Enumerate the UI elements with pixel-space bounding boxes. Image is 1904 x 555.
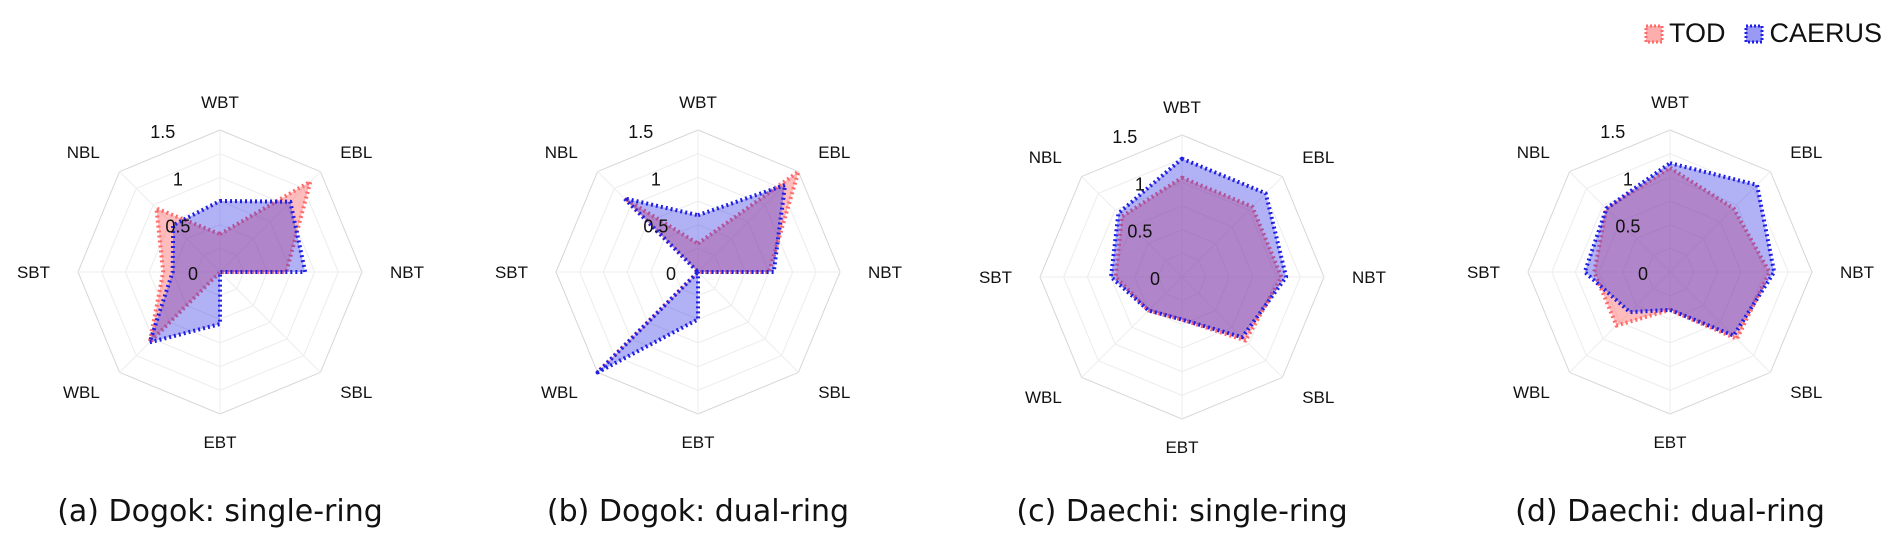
grid-spoke (1569, 271, 1671, 373)
axis-label-nbl: NBL (1517, 143, 1550, 162)
axis-label-sbl: SBL (1790, 383, 1822, 402)
ring-label: 0 (1638, 264, 1648, 284)
caption-a: (a) Dogok: single-ring (57, 494, 383, 529)
grid-spoke (697, 271, 799, 373)
axis-label-ebt: EBT (1653, 433, 1686, 452)
ring-label: 0.5 (165, 217, 190, 237)
grid-spoke (119, 171, 221, 273)
ring-label: 1 (1623, 169, 1633, 189)
axis-label-sbl: SBL (818, 383, 850, 402)
ring-label: 1.5 (1112, 127, 1137, 147)
ring-label: 0.5 (1615, 217, 1640, 237)
grid-spoke (1081, 176, 1183, 278)
axis-label-sbl: SBL (1302, 388, 1334, 407)
axis-label-ebl: EBL (1302, 148, 1334, 167)
series-tod (147, 179, 313, 345)
series-caerus (1109, 156, 1289, 340)
legend-swatch-tod-icon (1644, 24, 1664, 43)
axis-label-wbt: WBT (201, 93, 239, 112)
legend-item-caerus: CAERUS (1743, 18, 1882, 49)
axis-label-nbt: NBT (868, 263, 902, 282)
series-caerus (147, 199, 308, 345)
axis-label-ebt: EBT (203, 433, 236, 452)
legend-label-tod: TOD (1668, 18, 1726, 48)
ring-label: 1.5 (1600, 122, 1625, 142)
ring-label: 0 (1150, 269, 1160, 289)
grid-spoke (1669, 271, 1771, 373)
radar-chart-3: 0 0.5 1 1.5 WBT EBL NBT SBL EBT WBL SBT NBL (1467, 93, 1874, 452)
ring-label: 0.5 (643, 217, 668, 237)
ring-label: 0 (666, 264, 676, 284)
legend: TOD CAERUS (1643, 18, 1882, 49)
radar-chart-0: 0 0.5 1 1.5 WBT EBL NBT SBL EBT WBL SBT NBL (17, 93, 424, 452)
ring-label: 1.5 (150, 122, 175, 142)
ring-label: 0.5 (1127, 222, 1152, 242)
ring-label: 1.5 (628, 122, 653, 142)
axis-label-nbt: NBT (1352, 268, 1386, 287)
caption-d: (d) Daechi: dual-ring (1515, 494, 1825, 529)
axis-label-sbl: SBL (340, 383, 372, 402)
axis-label-ebt: EBT (1165, 438, 1198, 457)
caption-c: (c) Daechi: single-ring (1016, 494, 1348, 529)
series-tod (1113, 175, 1284, 343)
axis-label-ebl: EBL (818, 143, 850, 162)
grid-spoke (219, 271, 321, 373)
axis-label-sbt: SBT (1467, 263, 1500, 282)
grid-spoke (1181, 276, 1283, 378)
axis-label-wbl: WBL (541, 383, 578, 402)
axis-label-sbt: SBT (495, 263, 528, 282)
axis-label-wbl: WBL (1025, 388, 1062, 407)
ring-label: 1 (1135, 174, 1145, 194)
axis-label-ebl: EBL (340, 143, 372, 162)
axis-label-ebl: EBL (1790, 143, 1822, 162)
series-caerus (595, 182, 788, 375)
axis-label-wbl: WBL (1513, 383, 1550, 402)
axis-label-wbt: WBT (679, 93, 717, 112)
axis-label-nbl: NBL (67, 143, 100, 162)
caption-b: (b) Dogok: dual-ring (546, 494, 850, 529)
axis-label-wbl: WBL (63, 383, 100, 402)
legend-swatch-caerus-icon (1744, 24, 1764, 43)
grid-spoke (219, 171, 321, 273)
axis-label-wbt: WBT (1651, 93, 1689, 112)
axis-label-nbt: NBT (390, 263, 424, 282)
axis-label-ebt: EBT (681, 433, 714, 452)
axis-label-nbt: NBT (1840, 263, 1874, 282)
radar-chart-1: 0 0.5 1 1.5 WBT EBL NBT SBL EBT WBL SBT NBL (495, 93, 902, 452)
axis-label-sbt: SBT (17, 263, 50, 282)
axis-label-nbl: NBL (545, 143, 578, 162)
radar-chart-2: 0 0.5 1 1.5 WBT EBL NBT SBL EBT WBL SBT NBL (979, 98, 1386, 457)
legend-label-caerus: CAERUS (1769, 18, 1882, 48)
grid-spoke (1569, 171, 1671, 273)
grid-spoke (697, 171, 799, 273)
axis-label-sbt: SBT (979, 268, 1012, 287)
grid-spoke (1669, 171, 1771, 273)
ring-label: 1 (173, 169, 183, 189)
series-caerus (1582, 161, 1777, 338)
grid-spoke (1081, 276, 1183, 378)
legend-item-tod: TOD (1643, 18, 1726, 49)
ring-label: 1 (651, 169, 661, 189)
axis-label-nbl: NBL (1029, 148, 1062, 167)
axis-label-wbt: WBT (1163, 98, 1201, 117)
ring-label: 0 (188, 264, 198, 284)
